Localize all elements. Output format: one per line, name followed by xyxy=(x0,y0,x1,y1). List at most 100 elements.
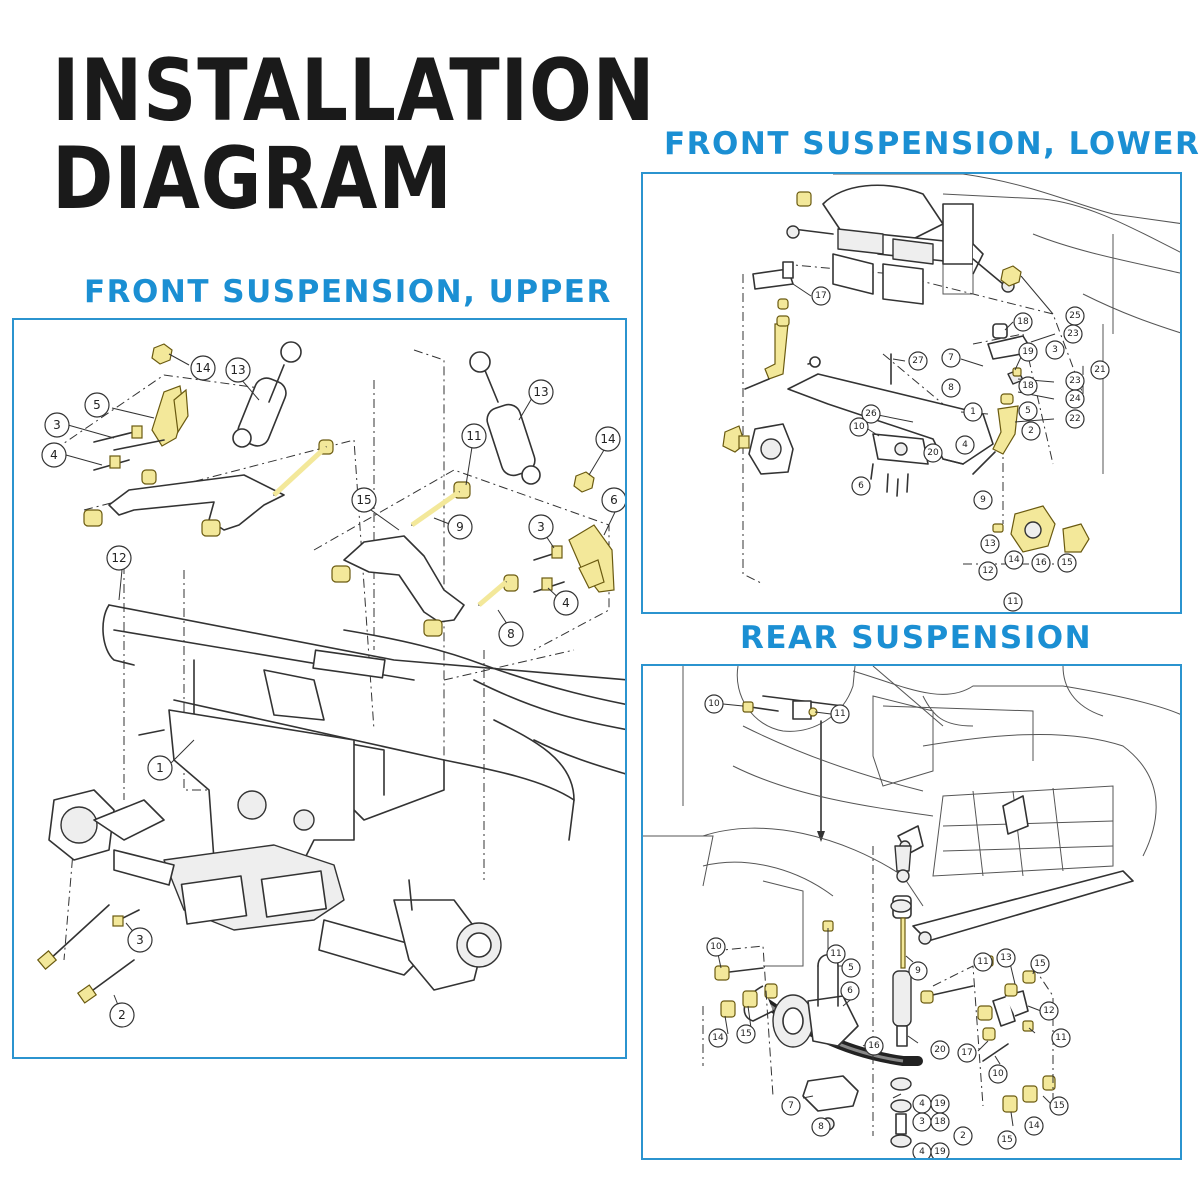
part-number-label: 12 xyxy=(1043,1006,1054,1016)
label-group: 12 xyxy=(1039,1001,1059,1021)
label-group: 14 xyxy=(190,355,216,381)
part-number-label: 27 xyxy=(912,356,923,366)
label-group: 13 xyxy=(225,357,251,383)
bracket-6 xyxy=(568,524,615,593)
label-group: 2 xyxy=(953,1126,973,1146)
label-group: 10 xyxy=(704,694,724,714)
part-number-label: 11 xyxy=(830,949,841,959)
part-number-label: 13 xyxy=(1000,953,1011,963)
lower-a-arm xyxy=(787,373,994,497)
part-number-label: 6 xyxy=(847,986,853,996)
label-group: 11 xyxy=(1003,592,1023,612)
label-group: 4 xyxy=(912,1094,932,1114)
label-group: 14 xyxy=(1024,1116,1044,1136)
label-group: 20 xyxy=(930,1040,950,1060)
part-number-label: 15 xyxy=(356,493,371,507)
label-group: 9 xyxy=(908,961,928,981)
part-number-label: 13 xyxy=(533,385,548,399)
part-number-label: 8 xyxy=(507,627,515,641)
upper-a-arm-right xyxy=(331,481,565,637)
mount-plate-1 xyxy=(138,709,355,881)
label-group: 4 xyxy=(41,442,67,468)
part-number-label: 22 xyxy=(1069,414,1080,424)
label-group: 20 xyxy=(923,443,943,463)
label-group: 15 xyxy=(1057,553,1077,573)
part-number-label: 17 xyxy=(815,291,826,301)
label-group: 3 xyxy=(1045,340,1065,360)
label-group: 18 xyxy=(1013,312,1033,332)
front-lower-drawing: 17 25 18 23 27 7 19 3 21 8 18 23 24 5 26… xyxy=(722,174,1180,612)
part-number-label: 20 xyxy=(927,448,939,458)
part-number-label: 8 xyxy=(948,383,954,393)
label-group: 1 xyxy=(147,755,173,781)
label-group: 11 xyxy=(973,952,993,972)
bolts-left xyxy=(93,425,143,471)
part-number-label: 2 xyxy=(118,1008,126,1022)
label-group: 9 xyxy=(447,514,473,540)
hub-right xyxy=(992,505,1090,553)
rear-drawing: 10 11 10 11 5 9 11 13 15 12 14 15 6 16 2… xyxy=(643,666,1180,1158)
part-number-label: 4 xyxy=(919,1099,925,1109)
label-group: 3 xyxy=(912,1112,932,1132)
part-number-label: 1 xyxy=(970,407,976,417)
front-upper-drawing: 14 13 5 3 4 12 11 13 14 15 9 3 6 8 4 1 3… xyxy=(36,341,625,1028)
label-group: 6 xyxy=(601,487,625,513)
part-number-label: 6 xyxy=(610,493,618,507)
part-number-label: 4 xyxy=(919,1147,925,1157)
part-number-label: 14 xyxy=(712,1033,724,1043)
label-group: 6 xyxy=(840,981,860,1001)
part-number-label: 18 xyxy=(1022,381,1034,391)
nut-14-right xyxy=(573,471,595,493)
assembly-lines xyxy=(702,846,1054,1136)
label-group: 21 xyxy=(1090,360,1110,380)
part-number-label: 4 xyxy=(962,440,968,450)
part-number-label: 3 xyxy=(919,1117,925,1127)
label-group: 15 xyxy=(351,487,377,513)
part-number-label: 9 xyxy=(915,966,921,976)
label-group: 25 xyxy=(1065,306,1085,326)
part-number-label: 17 xyxy=(961,1048,972,1058)
part-number-label: 19 xyxy=(934,1099,946,1109)
part-number-label: 15 xyxy=(1001,1135,1012,1145)
part-number-label: 23 xyxy=(1069,376,1080,386)
part-number-label: 4 xyxy=(562,596,570,610)
panel-front-lower: 17 25 18 23 27 7 19 3 21 8 18 23 24 5 26… xyxy=(641,172,1182,614)
label-group: 23 xyxy=(1065,371,1085,391)
vehicle-body xyxy=(833,174,1180,474)
bolts-bottom xyxy=(36,904,140,1004)
part-labels: 17 25 18 23 27 7 19 3 21 8 18 23 24 5 26… xyxy=(811,286,1110,612)
part-number-label: 21 xyxy=(1094,365,1105,375)
part-number-label: 15 xyxy=(1034,959,1045,969)
steering-rack xyxy=(786,184,1015,305)
part-number-label: 11 xyxy=(1055,1033,1066,1043)
label-group: 10 xyxy=(988,1064,1008,1084)
part-number-label: 10 xyxy=(853,422,865,432)
label-group: 1 xyxy=(963,402,983,422)
part-number-label: 16 xyxy=(1035,558,1047,568)
label-group: 8 xyxy=(811,1117,831,1137)
label-group: 16 xyxy=(864,1036,884,1056)
part-number-label: 5 xyxy=(93,398,101,412)
label-group: 4 xyxy=(955,435,975,455)
label-group: 5 xyxy=(84,392,110,418)
lower-axle xyxy=(48,789,502,991)
label-group: 8 xyxy=(941,378,961,398)
part-labels: 14 13 5 3 4 12 11 13 14 15 9 3 6 8 4 1 3… xyxy=(41,355,625,1028)
label-group: 10 xyxy=(849,417,869,437)
heading-front-upper: FRONT SUSPENSION, UPPER xyxy=(84,274,612,310)
label-group: 12 xyxy=(978,561,998,581)
heading-rear: REAR SUSPENSION xyxy=(740,620,1093,656)
part-number-label: 14 xyxy=(1008,555,1020,565)
upper-a-arm-left xyxy=(83,439,334,537)
part-number-label: 20 xyxy=(934,1045,946,1055)
part-number-label: 10 xyxy=(708,699,720,709)
shock-absorber-right xyxy=(469,351,541,485)
label-group: 3 xyxy=(528,514,554,540)
part-number-label: 11 xyxy=(1007,597,1018,607)
label-group: 11 xyxy=(461,423,487,449)
bracket-5 xyxy=(113,385,189,451)
label-group: 16 xyxy=(1031,553,1051,573)
part-number-label: 2 xyxy=(960,1131,966,1141)
rear-hub xyxy=(772,953,859,1048)
part-number-label: 15 xyxy=(1053,1101,1064,1111)
